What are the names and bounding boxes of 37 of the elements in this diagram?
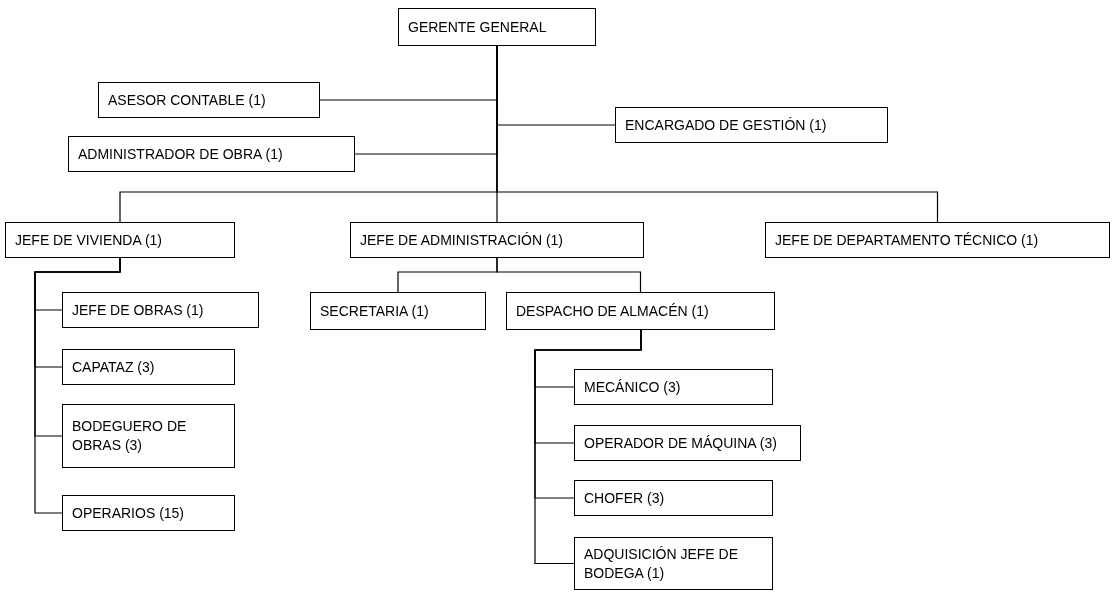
org-chart-box [5,222,235,258]
position-title: ENCARGADO DE GESTIÓN (1) [625,115,827,135]
position-title: JEFE DE VIVIENDA (1) [15,230,163,250]
connector-line [496,257,642,293]
position-title: SECRETARIA (1) [320,301,429,321]
org-chart-box [398,8,596,46]
position-title: BODEGUERO DE OBRAS (3) [72,417,188,455]
position-title: MECÁNICO (3) [584,377,681,397]
org-chart-box [62,495,235,531]
position-title: ADQUISICIÓN JEFE DE BODEGA (1) [584,544,740,583]
org-chart-box [62,404,235,468]
org-chart-box [62,349,235,385]
position-title: JEFE DE DEPARTAMENTO TÉCNICO (1) [775,230,1039,250]
position-title: OPERADOR DE MÁQUINA (3) [584,433,777,453]
org-chart-box [574,480,773,516]
position-title: DESPACHO DE ALMACÉN (1) [516,301,709,321]
position-title: JEFE DE OBRAS (1) [72,300,204,320]
position-title: ASESOR CONTABLE (1) [108,90,266,110]
org-chart-box [310,292,486,330]
org-chart-box [68,136,355,172]
position-title: CAPATAZ (3) [72,357,155,377]
org-chart-box [615,107,888,143]
position-title: JEFE DE ADMINISTRACIÓN (1) [360,230,564,250]
position-title: ADMINISTRADOR DE OBRA (1) [78,144,283,164]
position-title: CHOFER (3) [584,488,665,508]
org-chart-box [350,222,644,258]
connector-line [34,257,121,514]
position-title: GERENTE GENERAL [408,17,547,37]
org-chart-box [765,222,1110,258]
org-chart-box [574,537,773,590]
connector-line [534,329,642,565]
org-chart-box [62,292,259,328]
org-chart-box [574,425,801,461]
org-chart-box [98,82,320,118]
org-chart-box [574,369,773,405]
position-title: OPERARIOS (15) [72,503,185,523]
org-chart-box [506,292,775,330]
